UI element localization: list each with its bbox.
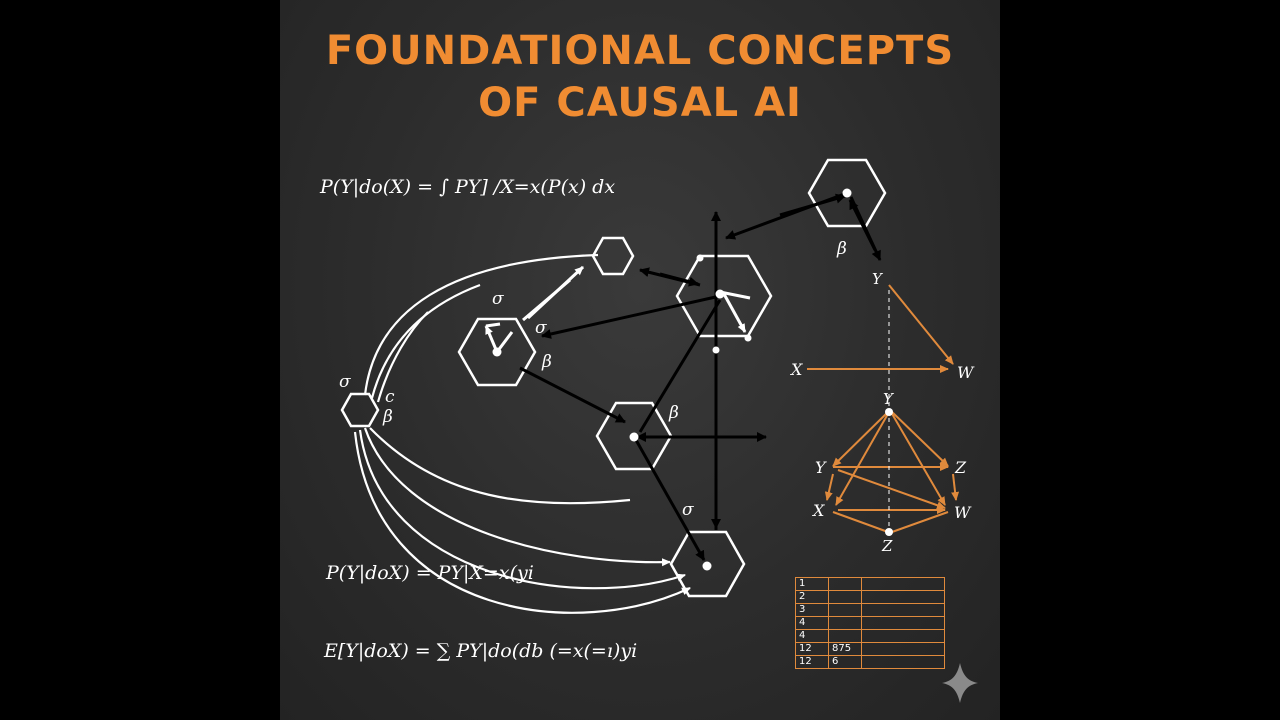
table-row: 4: [795, 616, 945, 630]
edge-Z-W: [951, 473, 960, 501]
node-Y-left: Y: [815, 458, 826, 477]
table-cell: 3: [795, 603, 829, 617]
arrow-center-left: [541, 294, 721, 339]
causal-diagram: [340, 158, 978, 703]
dot-bottom: [702, 561, 712, 571]
table-row: 4: [795, 629, 945, 643]
node-Y-top: Y: [872, 270, 882, 288]
arrow-center-lower: [638, 299, 722, 433]
table-cell: 875: [828, 642, 862, 656]
table-cell: [861, 655, 945, 669]
arc-bottom-4: [369, 427, 631, 505]
node-W-top: W: [957, 363, 974, 382]
table-cell: [828, 590, 862, 604]
table-row: 2: [795, 590, 945, 604]
label-sigma-top: σ: [492, 289, 504, 309]
table-row: 3: [795, 603, 945, 617]
table-cell: [861, 590, 945, 604]
edge-Y-X: [824, 473, 834, 501]
arrow-left-lower: [519, 366, 626, 424]
arc-bottom-1: [363, 427, 671, 567]
table-cell: [861, 642, 945, 656]
equation-2: P(Y|doX) = PY|X=x(yi: [326, 562, 534, 584]
label-c: c: [385, 387, 395, 407]
edge-top-Y-right: [891, 411, 949, 467]
label-sigma-left: σ: [339, 372, 351, 392]
sparkle-icon: [942, 663, 978, 703]
equation-1: P(Y|do(X) = ∫ PY] /X=x(P(x) dx: [320, 176, 616, 198]
table-cell: 4: [795, 616, 829, 630]
table-cell: [828, 616, 862, 630]
equation-3: E[Y|doX) = ∑ PY|do(db (=x(=ı)yi: [324, 640, 638, 662]
table-cell: [861, 577, 945, 591]
title-line-2: OF CAUSAL AI: [478, 80, 802, 126]
arrow-lower-bottom: [634, 439, 706, 561]
dot-left: [492, 347, 502, 357]
table-cell: [828, 629, 862, 643]
arc-top-1: [363, 253, 599, 396]
label-beta-lower: β: [669, 403, 679, 423]
label-sigma-bottom: σ: [682, 500, 694, 520]
table-cell: 12: [795, 655, 829, 669]
table-cell: [861, 603, 945, 617]
node-Z-right: Z: [955, 458, 967, 477]
table-cell: 6: [828, 655, 862, 669]
node-Z-bottom: Z: [882, 537, 893, 555]
table-cell: 2: [795, 590, 829, 604]
node-X-bottom: X: [813, 501, 825, 520]
chalkboard: FOUNDATIONAL CONCEPTS OF CAUSAL AI: [280, 0, 1000, 720]
edge-X-bottom-Z: [832, 511, 889, 533]
table-cell: [828, 577, 862, 591]
node-W-bottom: W: [954, 503, 971, 522]
dot-top-right: [842, 188, 852, 198]
node-X-top: X: [791, 360, 803, 379]
label-beta-topright: β: [837, 239, 847, 259]
table-cell: [828, 603, 862, 617]
edge-W-bottom-Z: [891, 511, 949, 533]
label-beta-mid: β: [542, 352, 552, 372]
table-cell: 12: [795, 642, 829, 656]
node-Y-mid: Y: [883, 390, 893, 408]
arc-bottom-3: [353, 431, 691, 614]
arc-bottom-2: [358, 429, 686, 590]
table-cell: 1: [795, 577, 829, 591]
arc-top-3: [376, 311, 429, 403]
edge-top-Y-left: [832, 411, 889, 467]
hex-left: [457, 317, 537, 387]
arrow-left-inner: [484, 325, 499, 353]
label-beta-left: β: [383, 407, 393, 427]
label-sigma-mid: σ: [535, 318, 547, 338]
hex-top-small: [591, 236, 635, 276]
hex-top-right: [807, 158, 887, 228]
edge-Y-W: [888, 284, 954, 365]
hex-small-left: [340, 392, 380, 428]
arc-group: [353, 253, 691, 614]
table-row: 1: [795, 577, 945, 591]
table-cell: 4: [795, 629, 829, 643]
title-line-1: FOUNDATIONAL CONCEPTS: [325, 28, 955, 74]
dot-center: [715, 289, 725, 299]
dot-lower: [629, 432, 639, 442]
table-cell: [861, 629, 945, 643]
table-cell: [861, 616, 945, 630]
arrow-center-inner: [722, 293, 747, 333]
